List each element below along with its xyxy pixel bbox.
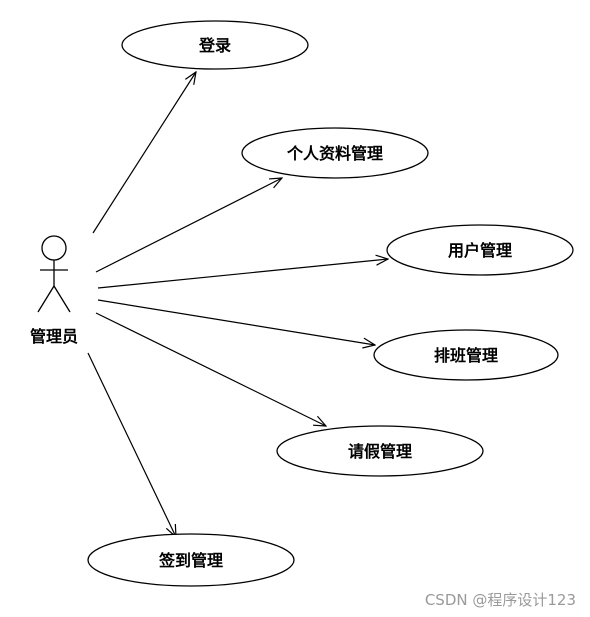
association-leave — [95, 312, 326, 426]
watermark: CSDN @程序设计123 — [425, 591, 576, 609]
use-case-profile[interactable]: 个人资料管理 — [241, 127, 429, 179]
use-case-users[interactable]: 用户管理 — [386, 224, 574, 276]
actor-right-leg — [53, 285, 71, 313]
use-case-ellipse — [373, 329, 559, 381]
actor-head — [41, 235, 67, 261]
use-case-ellipse — [87, 533, 295, 587]
associations — [87, 72, 388, 537]
actor-left-leg — [37, 285, 55, 313]
association-schedule — [97, 299, 375, 345]
association-login — [92, 72, 196, 234]
use-case-login[interactable]: 登录 — [121, 20, 309, 70]
use-case-ellipse — [276, 425, 484, 477]
use-case-leave[interactable]: 请假管理 — [276, 425, 484, 477]
use-case-schedule[interactable]: 排班管理 — [373, 329, 559, 381]
association-users — [97, 259, 388, 289]
use-case-label: 登录 — [198, 36, 231, 55]
use-case-label: 个人资料管理 — [286, 144, 383, 163]
use-case-checkin[interactable]: 签到管理 — [87, 533, 295, 587]
actor-label: 管理员 — [30, 327, 78, 346]
use-case-ellipse — [386, 224, 574, 276]
use-case-label: 排班管理 — [434, 346, 498, 365]
use-case-label: 请假管理 — [348, 442, 412, 461]
association-checkin — [87, 352, 176, 537]
actor: 管理员 — [30, 235, 78, 346]
use-case-label: 用户管理 — [448, 241, 512, 260]
use-case-ellipse — [121, 20, 309, 70]
use-case-ellipse — [241, 127, 429, 179]
use-case-label: 签到管理 — [158, 551, 223, 570]
association-profile — [95, 178, 282, 273]
